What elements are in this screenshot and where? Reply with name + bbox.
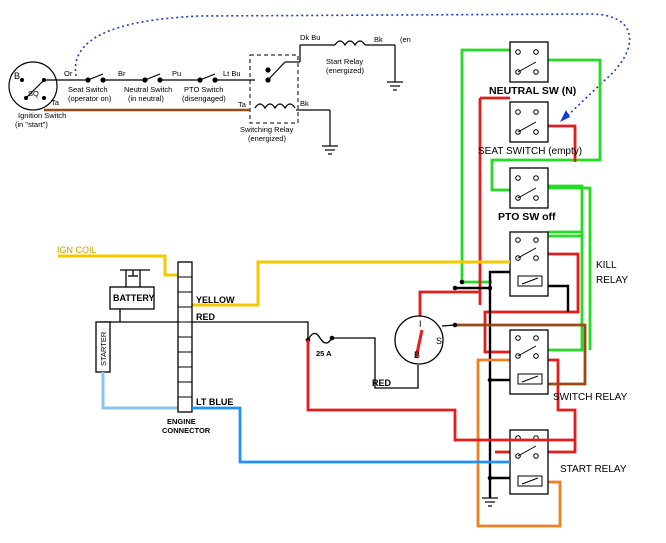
kill-relay-box (509, 231, 549, 297)
start-relay-label: Start Relay (326, 57, 363, 66)
ign-terminal-b: B (14, 71, 20, 81)
wire-en: (en (400, 35, 411, 44)
neutral-switch-label: Neutral Switch (124, 85, 172, 94)
wire-dkbu: Dk Bu (300, 33, 320, 42)
seat-switch-note: (operator on) (68, 94, 112, 103)
blue-wire (192, 406, 510, 464)
neutral-switch-note: (in neutral) (128, 94, 164, 103)
switching-relay-box (249, 54, 299, 124)
wire-ta: Ta (238, 100, 247, 109)
neutral-sw-box (509, 41, 549, 83)
wire-or: Or (64, 69, 73, 78)
ignition-switch-lower: I S B (394, 315, 444, 365)
yellow-label: YELLOW (196, 295, 235, 305)
brown-wires-right (455, 323, 587, 386)
fuse-symbol (307, 332, 333, 344)
start-relay-note: (energized) (326, 66, 364, 75)
switching-relay-coil (254, 103, 296, 110)
lt-blue-label: LT BLUE (196, 397, 233, 407)
ign-terminal-sq: SQ (28, 89, 39, 98)
pto-sw-box (509, 167, 549, 209)
fuse-label: 25 A (316, 349, 332, 358)
wire-ltbu: Lt Bu (223, 69, 241, 78)
battery-label: BATTERY (113, 293, 155, 303)
starter-label: STARTER (99, 331, 108, 366)
switching-relay-note: (energized) (248, 134, 286, 143)
pto-switch-label: PTO Switch (184, 85, 223, 94)
pto-switch-note: (disengaged) (182, 94, 226, 103)
dotted-arrowhead (560, 110, 570, 122)
kill-relay-label-1: KILL (596, 260, 617, 271)
pto-sw-off-label: PTO SW off (498, 211, 556, 223)
light-blue-wire (101, 372, 190, 410)
start-relay-label: START RELAY (560, 464, 627, 475)
ign-switch-note: (in "start") (15, 120, 48, 129)
engine-connector (177, 261, 193, 413)
red-wire-ignition (418, 290, 480, 318)
black-red-wire (192, 321, 309, 340)
switching-relay-label: Switching Relay (240, 125, 294, 134)
ign-switch-label: Ignition Switch (18, 111, 66, 120)
ign-terminal-ta: Ta (51, 98, 60, 107)
switch-chain (46, 44, 335, 83)
junction-dots (86, 78, 493, 481)
neutral-sw-label: NEUTRAL SW (N) (489, 85, 576, 97)
starter: STARTER (95, 321, 111, 373)
ground-symbol-2 (387, 81, 403, 91)
ign-s-label: S (436, 336, 442, 346)
ign-b-label: B (414, 350, 420, 360)
battery: BATTERY (100, 269, 190, 323)
wire-pu: Pu (172, 69, 181, 78)
kill-relay-label-2: RELAY (596, 275, 628, 286)
ground-symbol-1 (322, 145, 338, 155)
orange-wire (476, 358, 562, 528)
engine-connector-label-2: CONNECTOR (162, 426, 211, 435)
ign-i-label: I (419, 319, 422, 329)
ign-coil-label: IGN COIL (57, 245, 97, 255)
engine-connector-label-1: ENGINE (167, 417, 196, 426)
red-wires (478, 96, 580, 454)
ignition-switch: B SQ Ta Ignition Switch (in "start") (8, 61, 66, 129)
seat-switch-label: Seat Switch (68, 85, 108, 94)
switch-relay-label: SWITCH RELAY (553, 392, 628, 403)
ground-symbol-3 (482, 497, 498, 507)
red-wire-lower (306, 340, 575, 442)
wire-bk2: Bk (300, 99, 309, 108)
green-wires (460, 48, 602, 352)
switch-relay-box (509, 329, 549, 395)
start-relay-coil (334, 40, 366, 47)
red-label: RED (196, 312, 216, 322)
dotted-arrow-path (74, 13, 631, 119)
seat-switch-box (509, 101, 549, 143)
red2-label: RED (372, 378, 392, 388)
wire-bk1: Bk (374, 35, 383, 44)
wire-br: Br (118, 69, 126, 78)
seat-switch-empty-label: SEAT SWITCH (empty) (478, 146, 582, 157)
